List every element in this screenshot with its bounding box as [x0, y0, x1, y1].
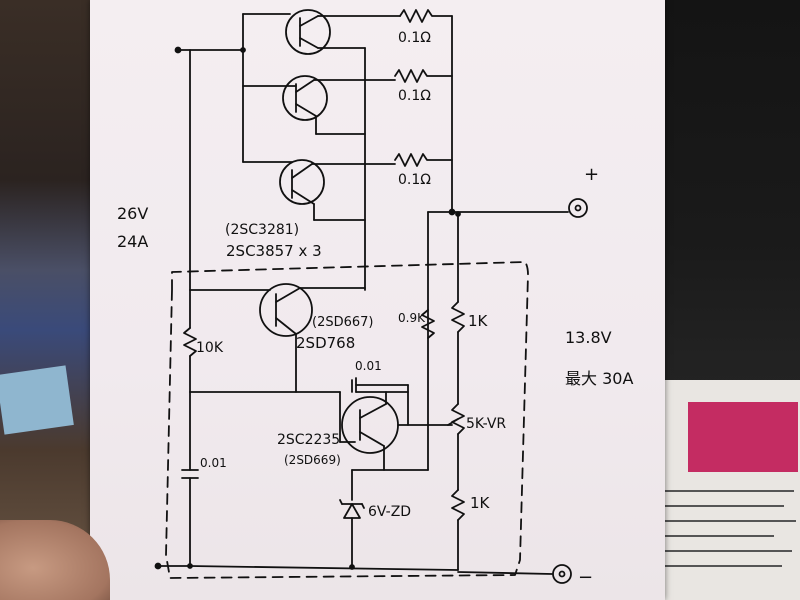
newspaper-banner	[688, 402, 798, 472]
label-transistor-main: 2SC3857 x 3	[226, 242, 322, 260]
label-cap-001-left: 0.01	[200, 456, 227, 470]
driver-transistor	[189, 283, 366, 393]
label-control-alt: (2SD669)	[284, 453, 341, 467]
label-transistor-alt: (2SC3281)	[225, 222, 299, 238]
background-shelf	[0, 0, 95, 600]
ground-rail	[154, 562, 572, 584]
control-transistor	[339, 211, 453, 501]
label-input-voltage: 26V	[117, 204, 148, 223]
label-resistor-1k-top: 1K	[468, 312, 489, 330]
label-driver-main: 2SD768	[296, 334, 355, 352]
power-transistor-bank	[174, 9, 453, 291]
schematic-paper	[90, 0, 665, 600]
label-output-current: 最大 30A	[565, 369, 633, 388]
label-zener: 6V-ZD	[368, 504, 411, 520]
label-resistor-top2: 0.1Ω	[398, 88, 431, 104]
label-terminal-minus: −	[578, 567, 593, 588]
label-control-transistor: 2SC2235	[277, 432, 340, 448]
label-resistor-top1: 0.1Ω	[398, 30, 431, 46]
label-resistor-top3: 0.1Ω	[398, 172, 431, 188]
voltage-divider	[447, 213, 465, 571]
label-terminal-plus: +	[584, 164, 599, 185]
label-resistor-0-9k: 0.9K	[398, 311, 426, 325]
control-board-outline	[165, 261, 529, 579]
resistor-10k	[181, 289, 341, 567]
label-input-current: 24A	[117, 232, 148, 251]
label-vr: 5K-VR	[466, 416, 506, 432]
label-driver-alt: (2SD667)	[312, 315, 374, 330]
newspaper	[660, 380, 800, 600]
resistor-0-9k	[421, 309, 435, 339]
label-resistor-10k: 10K	[196, 340, 224, 356]
zener-diode	[339, 499, 365, 567]
label-cap-001-top: 0.01	[355, 359, 382, 373]
label-output-voltage: 13.8V	[565, 328, 612, 347]
label-resistor-1k-bottom: 1K	[470, 494, 491, 512]
